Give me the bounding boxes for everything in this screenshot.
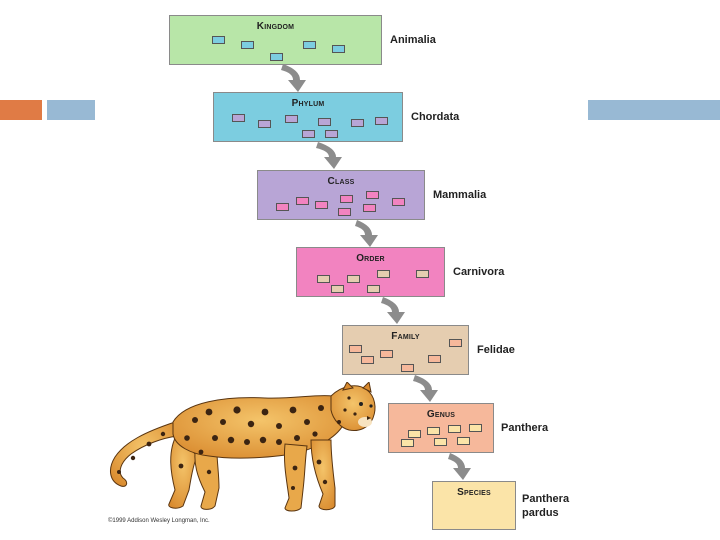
phylum-member [318,118,331,126]
kingdom-name: Animalia [390,33,436,47]
class-member [296,197,309,205]
phylum-member [258,120,271,128]
arrow-class-order [355,220,378,247]
class-member [340,195,353,203]
order-member [347,275,360,283]
species-label: Species [433,487,515,498]
genus-member [457,437,470,445]
phylum-box: Phylum [213,92,403,142]
family-box: Family [342,325,469,375]
genus-member [434,438,447,446]
phylum-member [351,119,364,127]
class-member [315,201,328,209]
class-member [363,204,376,212]
class-member [338,208,351,216]
family-member [401,364,414,372]
arrow-order-family [381,297,405,324]
order-member [331,285,344,293]
kingdom-member [212,36,225,44]
kingdom-label: Kingdom [170,21,381,32]
order-label: Order [297,253,444,264]
arrow-phylum-class [316,142,342,169]
class-member [392,198,405,206]
family-name: Felidae [477,343,515,357]
order-member [416,270,429,278]
phylum-label: Phylum [214,98,402,109]
genus-box: Genus [388,403,494,453]
family-member [380,350,393,358]
species-box: Species [432,481,516,530]
family-member [428,355,441,363]
order-member [317,275,330,283]
family-member [361,356,374,364]
order-name: Carnivora [453,265,504,279]
order-member [377,270,390,278]
kingdom-member [241,41,254,49]
phylum-name: Chordata [411,110,459,124]
genus-member [408,430,421,438]
class-member [366,191,379,199]
phylum-member [375,117,388,125]
family-member [449,339,462,347]
arrow-genus-species [448,453,471,480]
genus-member [448,425,461,433]
genus-label: Genus [389,409,493,420]
phylum-member [285,115,298,123]
phylum-member [325,130,338,138]
family-member [349,345,362,353]
genus-member [401,439,414,447]
leopard-icon [105,382,380,517]
genus-member [469,424,482,432]
class-box: Class [257,170,425,220]
order-member [367,285,380,293]
kingdom-member [303,41,316,49]
class-label: Class [258,176,424,187]
copyright-notice: ©1999 Addison Wesley Longman, Inc. [108,518,210,524]
class-name: Mammalia [433,188,486,202]
class-member [276,203,289,211]
kingdom-member [270,53,283,61]
arrow-kingdom-phylum [281,64,306,92]
genus-name: Panthera [501,421,548,435]
genus-member [427,427,440,435]
order-box: Order [296,247,445,297]
kingdom-member [332,45,345,53]
arrow-family-genus [413,375,438,402]
phylum-member [302,130,315,138]
phylum-member [232,114,245,122]
species-name: Panthera pardus [522,492,586,520]
kingdom-box: Kingdom [169,15,382,65]
